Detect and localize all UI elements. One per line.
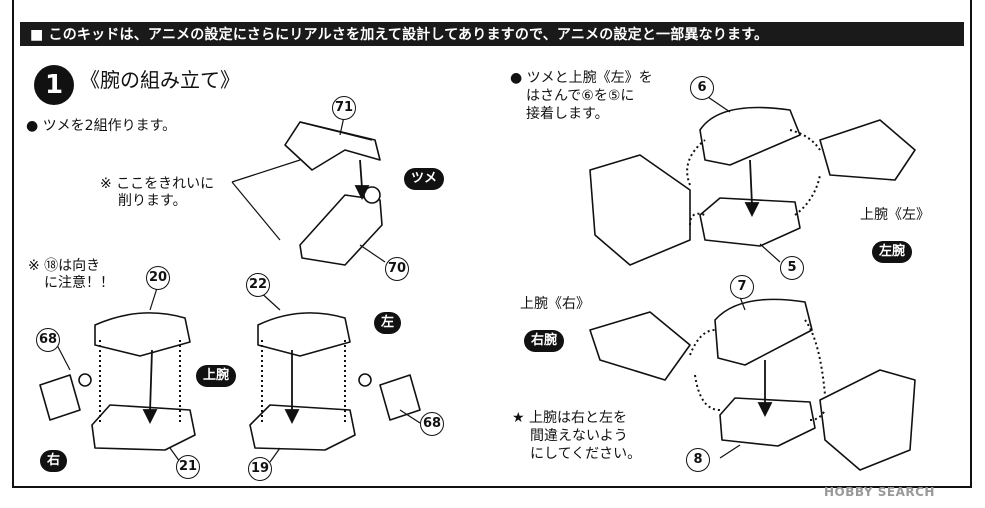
watermark: HOBBY SEARCH <box>824 485 935 499</box>
notice-banner: ■ このキッドは、アニメの設定にさらにリアルさを加えて設計してありますので、アニ… <box>20 22 964 46</box>
step-number-badge: 1 <box>34 65 74 105</box>
part-number-6: 6 <box>690 76 714 100</box>
part-number-68-right: 68 <box>36 328 60 352</box>
part-number-20: 20 <box>146 266 170 290</box>
note-attach-line3: 接着します。 <box>526 106 609 122</box>
part-number-5: 5 <box>780 256 804 280</box>
label-left: 左 <box>374 312 402 334</box>
part-number-22: 22 <box>246 273 270 297</box>
label-tsume: ツメ <box>404 168 445 190</box>
note-caution-line1: ★ 上腕は右と左を <box>512 410 628 426</box>
part-number-70: 70 <box>385 257 409 281</box>
upper-arm-left-parts <box>249 312 421 451</box>
part-number-68-left: 68 <box>420 412 444 436</box>
label-upper-arm: 上腕 <box>196 365 237 387</box>
note-attach-line2: はさんで⑥を⑤に <box>526 88 635 104</box>
page-frame <box>12 0 972 488</box>
note-caution-line2: 間違えないよう <box>530 428 628 444</box>
label-upper-arm-right: 上腕《右》 <box>520 296 590 312</box>
claw-part-70 <box>299 186 383 266</box>
note-orient-line2: に注意！！ <box>44 275 114 291</box>
left-arm-assembly <box>589 106 916 266</box>
note-orient-line1: ※ ⑱は向き <box>28 258 101 274</box>
part-number-8: 8 <box>686 448 710 472</box>
step-title: 《腕の組み立て》 <box>80 68 240 92</box>
note-claw-pairs: ● ツメを2組作ります。 <box>26 118 177 134</box>
note-trim-line2: 削ります。 <box>118 193 187 209</box>
label-right-arm: 右腕 <box>524 330 565 352</box>
right-arm-assembly <box>589 298 916 471</box>
label-right: 右 <box>40 450 68 472</box>
label-left-arm: 左腕 <box>872 241 913 263</box>
note-attach-line1: ● ツメと上腕《左》を <box>510 70 653 86</box>
upper-arm-right-parts <box>39 312 196 451</box>
claw-part-71 <box>284 121 381 171</box>
part-number-19: 19 <box>248 457 272 481</box>
part-number-21: 21 <box>176 455 200 479</box>
part-number-7: 7 <box>730 275 754 299</box>
note-trim-line1: ※ ここをきれいに <box>100 176 215 192</box>
note-caution-line3: にしてください。 <box>530 446 642 462</box>
label-upper-arm-left: 上腕《左》 <box>860 207 930 223</box>
part-number-71: 71 <box>332 96 356 120</box>
